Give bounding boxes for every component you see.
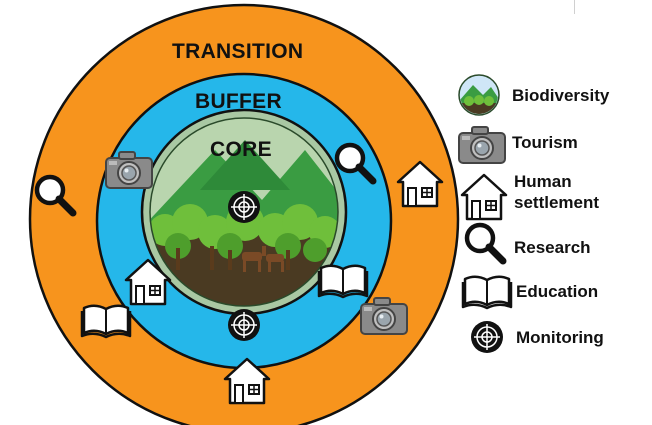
legend-human-settlement: Human settlement bbox=[514, 171, 599, 213]
legend-label: Tourism bbox=[512, 133, 578, 152]
house-icon bbox=[460, 173, 508, 221]
legend-education: Education bbox=[516, 281, 598, 302]
legend-label: Education bbox=[516, 282, 599, 301]
core-label: CORE bbox=[210, 138, 272, 161]
buffer-label: BUFFER bbox=[195, 90, 282, 113]
camera-icon bbox=[458, 126, 506, 164]
corner-divider bbox=[574, 0, 575, 14]
legend-research: Research bbox=[514, 237, 591, 258]
legend-tourism: Tourism bbox=[512, 132, 578, 153]
legend-label: Research bbox=[514, 238, 591, 257]
legend-label: Monitoring bbox=[516, 328, 604, 347]
biodiversity-icon bbox=[458, 74, 500, 116]
legend-label: Biodiversity bbox=[512, 86, 610, 105]
tourism-icon-buffer bbox=[105, 151, 153, 189]
monitoring-icon-core bbox=[227, 190, 261, 224]
magnifier-icon bbox=[467, 225, 503, 261]
legend-monitoring: Monitoring bbox=[516, 327, 604, 348]
transition-label: TRANSITION bbox=[172, 40, 304, 63]
education-icon-transition bbox=[80, 304, 132, 339]
education-icon-buffer bbox=[317, 264, 369, 299]
target-icon bbox=[470, 320, 504, 354]
tourism-icon-transition bbox=[360, 297, 408, 335]
book-icon bbox=[461, 275, 513, 310]
monitoring-icon-buffer bbox=[227, 308, 261, 342]
legend-biodiversity: Biodiversity bbox=[512, 85, 609, 106]
legend-label: Human settlement bbox=[514, 172, 600, 212]
